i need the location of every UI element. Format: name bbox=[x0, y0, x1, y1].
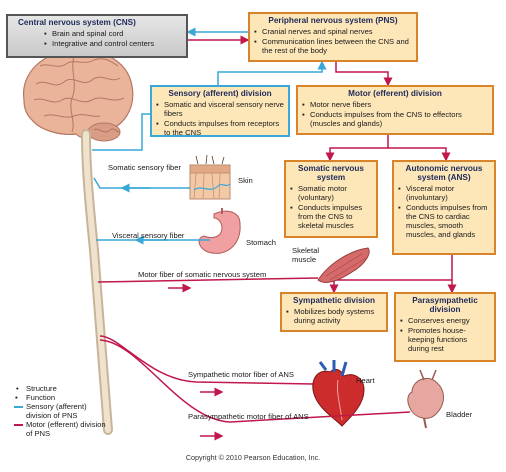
autonomic-item: Visceral motor (involuntary) bbox=[398, 184, 490, 202]
brain-illustration bbox=[23, 49, 134, 142]
parasympathetic-item: Conserves energy bbox=[400, 316, 490, 325]
label-bladder: Bladder bbox=[446, 410, 473, 419]
motor-to-somatic-connector bbox=[325, 135, 389, 162]
pns-item: Cranial nerves and spinal nerves bbox=[254, 27, 412, 36]
somatic-item: Conducts impulses from the CNS to skelet… bbox=[290, 203, 372, 230]
motor-division-box: Motor (efferent) division Motor nerve fi… bbox=[296, 85, 494, 135]
label-stomach: Stomach bbox=[246, 238, 276, 247]
sensory-item: Conducts impulses from receptors to the … bbox=[156, 119, 284, 137]
motor-item: Motor nerve fibers bbox=[302, 100, 488, 109]
label-parasympathetic-motor-fiber: Parasympathetic motor fiber of ANS bbox=[188, 412, 309, 421]
legend: •Structure ▪Function Sensory (afferent) … bbox=[14, 384, 106, 438]
sympathetic-division-box: Sympathetic division Mobilizes body syst… bbox=[280, 292, 388, 332]
skin-illustration bbox=[189, 154, 231, 200]
somatic-motor-fiber-line bbox=[97, 277, 319, 283]
legend-sensory: Sensory (afferent) division of PNS bbox=[14, 402, 106, 420]
pns-box: Peripheral nervous system (PNS) Cranial … bbox=[248, 12, 418, 62]
label-somatic-sensory-fiber: Somatic sensory fiber bbox=[108, 163, 182, 172]
autonomic-title: Autonomic nervous system (ANS) bbox=[405, 164, 483, 182]
sympathetic-fiber-line bbox=[99, 335, 315, 385]
sensory-to-cord-line bbox=[92, 113, 150, 151]
legend-motor: Motor (efferent) division of PNS bbox=[14, 420, 106, 438]
cns-box: Central nervous system (CNS) Brain and s… bbox=[6, 14, 188, 58]
sympathetic-item: Mobilizes body systems during activity bbox=[286, 307, 382, 325]
motor-item: Conducts impulses from the CNS to effect… bbox=[302, 110, 488, 128]
skeletal-muscle-illustration bbox=[317, 247, 370, 283]
sympathetic-title: Sympathetic division bbox=[293, 296, 375, 305]
parasympathetic-title: Parasympathetic division bbox=[412, 296, 478, 314]
label-sympathetic-motor-fiber: Sympathetic motor fiber of ANS bbox=[188, 370, 294, 379]
label-skin: Skin bbox=[238, 176, 253, 185]
parasympathetic-item: Promotes house-keeping functions during … bbox=[400, 326, 490, 353]
stomach-illustration bbox=[198, 208, 241, 254]
somatic-item: Somatic motor (voluntary) bbox=[290, 184, 372, 202]
somatic-title: Somatic nervous system bbox=[298, 164, 364, 182]
sensory-to-pns-connector bbox=[217, 60, 327, 85]
sensory-title: Sensory (afferent) division bbox=[168, 89, 272, 98]
label-heart: Heart bbox=[356, 376, 375, 385]
parasympathetic-fiber-line bbox=[99, 339, 411, 423]
sensory-item: Somatic and visceral sensory nerve fiber… bbox=[156, 100, 284, 118]
copyright-notice: Copyright © 2010 Pearson Education, Inc. bbox=[185, 453, 321, 462]
cns-item: Integrative and control centers bbox=[44, 39, 182, 48]
label-skeletal-muscle: Skeletal muscle bbox=[292, 246, 320, 264]
pns-title: Peripheral nervous system (PNS) bbox=[268, 16, 398, 25]
label-visceral-sensory-fiber: Visceral sensory fiber bbox=[112, 231, 185, 240]
cns-title: Central nervous system (CNS) bbox=[18, 18, 136, 27]
somatic-sensory-fiber-line bbox=[93, 177, 190, 189]
cns-item: Brain and spinal cord bbox=[44, 29, 182, 38]
autonomic-item: Conducts impulses from the CNS to cardia… bbox=[398, 203, 490, 239]
ans-to-sympathetic-connector bbox=[329, 255, 453, 294]
pns-item: Communication lines between the CNS and … bbox=[254, 37, 412, 55]
autonomic-system-box: Autonomic nervous system (ANS) Visceral … bbox=[392, 160, 496, 255]
somatic-system-box: Somatic nervous system Somatic motor (vo… bbox=[284, 160, 378, 238]
sensory-division-box: Sensory (afferent) division Somatic and … bbox=[150, 85, 290, 137]
motor-to-autonomic-connector bbox=[388, 147, 451, 162]
pns-to-motor-connector bbox=[335, 62, 393, 87]
label-motor-fiber-somatic: Motor fiber of somatic nervous system bbox=[138, 270, 267, 279]
legend-structure: •Structure bbox=[16, 384, 57, 393]
legend-function: ▪Function bbox=[15, 393, 56, 402]
motor-title: Motor (efferent) division bbox=[348, 89, 442, 98]
parasympathetic-division-box: Parasympathetic division Conserves energ… bbox=[394, 292, 496, 362]
bladder-illustration bbox=[407, 369, 444, 429]
